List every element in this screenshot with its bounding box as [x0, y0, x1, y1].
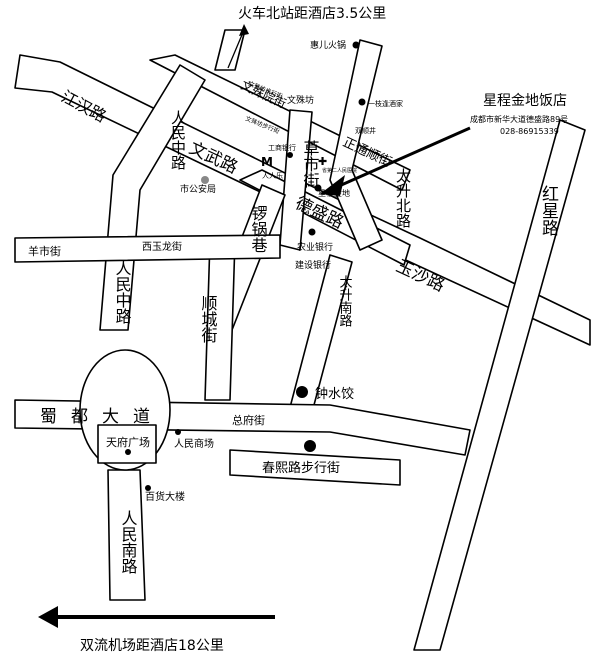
hotel-phone: 028-86915339 — [500, 127, 559, 136]
road-renmin-upper — [99, 64, 206, 331]
huier-marker — [352, 41, 360, 49]
label-agri-bank: 农业银行 — [297, 241, 333, 253]
label-chunxi: 春熙路步行街 — [262, 460, 340, 476]
label-shuangshun: 双顺井 — [355, 126, 376, 135]
shigongan-marker — [201, 176, 209, 184]
north-arrow-line — [227, 29, 245, 69]
label-yizhi: 一枝逢酒家 — [368, 99, 403, 108]
icbc-marker — [287, 152, 293, 158]
south-arrow-head — [38, 606, 58, 628]
label-tianfu: 天府广场 — [106, 435, 150, 449]
agri-bank-marker — [308, 228, 316, 236]
label-taishengnan: 太升南路 — [337, 275, 353, 327]
label-shigongan: 市公安局 — [180, 183, 216, 195]
label-shuncheng: 顺城街 — [199, 295, 218, 343]
label-zhongshuijiao: 钟水饺 — [315, 386, 354, 402]
chunxi-marker — [304, 440, 316, 452]
label-xiyulong: 西玉龙街 — [142, 240, 182, 253]
label-yiyuan: 省第二人民医院 — [322, 167, 357, 174]
mcd-icon: M — [261, 155, 273, 169]
road-chunxi — [229, 449, 401, 486]
hotel-pointer-line — [329, 126, 471, 192]
road-yangshi — [14, 234, 281, 263]
road-north — [214, 29, 246, 71]
hotel-marker — [314, 184, 322, 192]
hotel-name: 星程金地饭店 — [483, 93, 567, 109]
label-hongxing: 红星路 — [538, 185, 559, 236]
road-hongxing — [413, 119, 586, 651]
label-renmin-mall: 人民商场 — [174, 437, 214, 450]
hotel-pointer-head — [320, 175, 345, 196]
label-icbc: 工商银行 — [268, 143, 296, 152]
yizhi-marker — [358, 98, 366, 106]
label-renmin-upper: 人民中路 — [169, 110, 187, 170]
renmin-mall-marker — [175, 429, 181, 435]
hospital-icon: ✚ — [318, 155, 327, 168]
north-arrow-head — [239, 24, 249, 36]
label-zongfu: 总府街 — [232, 413, 265, 427]
bottom-caption: 双流机场距酒店18公里 — [80, 638, 224, 654]
label-baihuo: 百货大楼 — [145, 490, 185, 503]
label-yangshi: 羊市街 — [28, 244, 61, 258]
road-taisheng-bei — [329, 39, 383, 251]
label-renren: 人人乐 — [262, 171, 283, 180]
tianfu-marker — [125, 449, 131, 455]
label-renmin-lower: 人民中路 — [113, 260, 132, 324]
label-wenshufang: 文殊坊 — [287, 94, 314, 106]
label-renmin-nan: 人民南路 — [119, 510, 138, 574]
hotel-address: 成都市新华大道德盛路89号 — [470, 114, 568, 124]
zhongshuijiao-marker — [296, 386, 308, 398]
label-cons-bank: 建设银行 — [295, 259, 331, 271]
top-caption: 火车北站距酒店3.5公里 — [238, 5, 386, 22]
label-caoshi: 草市街 — [301, 140, 320, 188]
label-taishengbei: 太升北路 — [394, 168, 412, 228]
baihuo-marker — [145, 485, 151, 491]
label-shudu: 蜀都大道 — [40, 407, 164, 427]
hotel-marker-label: 星程金地 — [318, 188, 350, 198]
label-luoguo: 锣锅巷 — [249, 205, 268, 253]
road-network — [14, 29, 591, 651]
label-huier: 惠儿火锅 — [310, 39, 346, 51]
tianfu-square — [97, 424, 157, 464]
poi-markers: M ✚ — [125, 41, 366, 491]
